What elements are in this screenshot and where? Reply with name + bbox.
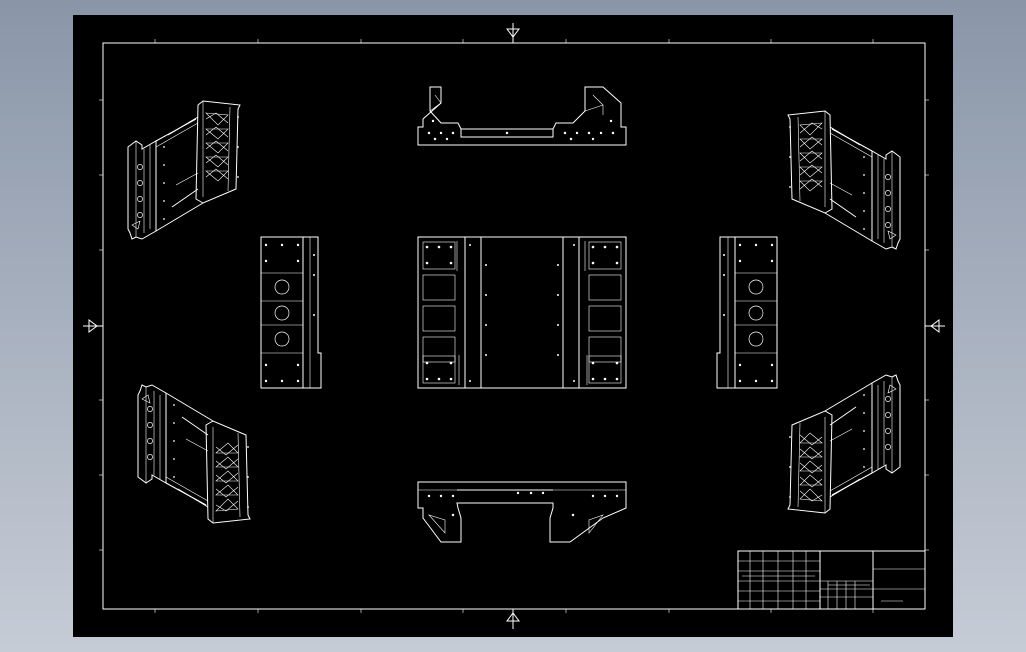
drawing-frame (99, 39, 929, 613)
bottom-view[interactable] (417, 481, 627, 543)
top-view[interactable] (417, 236, 627, 389)
title-block (737, 550, 926, 610)
center-mark-right (925, 319, 945, 333)
iso-top-right[interactable] (787, 110, 901, 250)
left-side-view[interactable] (260, 236, 322, 389)
iso-bottom-right[interactable] (787, 374, 901, 514)
iso-top-left[interactable] (127, 100, 241, 240)
right-side-view[interactable] (716, 236, 778, 389)
zone-ticks (99, 39, 929, 613)
front-view[interactable] (417, 86, 627, 146)
cad-drawing (83, 23, 945, 629)
drawing-viewport[interactable] (73, 15, 953, 637)
center-mark-bottom (506, 609, 520, 629)
center-mark-left (83, 319, 103, 333)
center-mark-top (506, 23, 520, 43)
iso-bottom-left[interactable] (137, 384, 251, 524)
